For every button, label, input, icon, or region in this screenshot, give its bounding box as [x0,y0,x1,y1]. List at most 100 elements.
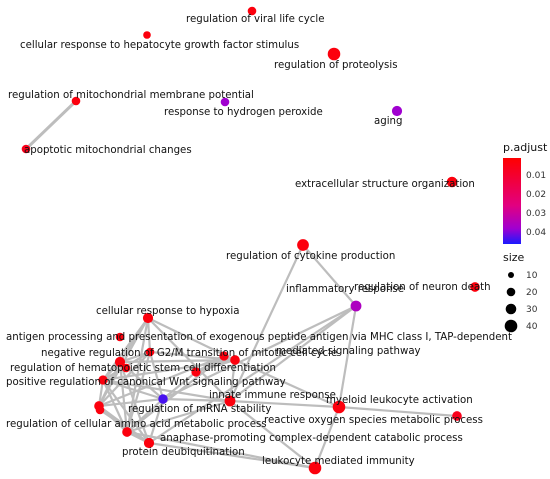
network-node [224,395,236,407]
network-edge [337,305,358,408]
network-node [21,144,31,154]
network-node [115,332,125,342]
size-legend-dot [504,319,518,333]
network-edge [229,244,304,402]
network-node [95,405,105,415]
size-legend-dot [506,287,516,297]
node-label: regulation of proteolysis [274,60,398,71]
node-label: positive regulation of canonical Wnt sig… [6,377,286,388]
node-label: extracellular structure organization [295,179,475,190]
network-node [446,176,458,188]
network-edge [148,441,316,470]
network-edge [195,358,236,374]
network-node [308,461,322,475]
network-node [350,300,362,312]
network-edge [234,358,340,409]
size-legend: size 10 20 30 40 [503,251,538,333]
network-edge [102,379,150,444]
network-edge [162,371,197,400]
network-edge [119,350,151,364]
node-label: aging [374,116,402,127]
node-label: mediated signaling pathway [276,346,421,357]
network-edge [302,244,357,307]
network-node [158,394,168,404]
network-edge [98,397,164,408]
size-legend-tick: 20 [526,288,538,298]
network-node [220,97,230,107]
node-label: regulation of mRNA stability [128,404,271,415]
node-label: innate immune response [209,390,336,401]
network-edge [102,378,231,403]
node-label: myeloid leukocyte activation [326,395,473,406]
network-node [297,239,309,251]
size-legend-tick: 10 [526,271,538,281]
network-edge [162,305,357,400]
size-legend-dot [508,272,514,278]
node-label: apoptotic mitochondrial changes [24,145,192,156]
network-node [219,351,229,361]
network-edge [229,400,316,469]
color-legend-tick: 0.02 [526,190,546,200]
network-edge [313,406,341,469]
color-legend-tick: 0.03 [526,209,546,219]
node-label: negative regulation of G2/M transition o… [41,348,337,359]
node-layer [21,6,480,475]
network-node [470,282,480,292]
network-node [230,355,240,365]
network-edge [24,99,78,151]
size-legend-title: size [503,251,525,264]
network-node [452,411,462,421]
color-legend: p.adjust 0.01 0.02 0.03 0.04 [503,141,548,244]
node-label: leukocyte mediated immunity [262,456,415,467]
network-node [191,367,201,377]
network-edge [102,378,164,401]
network-node [327,47,341,61]
network-node [332,400,346,414]
network-edge [102,317,149,381]
color-legend-bar [503,158,521,244]
network-edge [99,409,150,444]
network-edge [98,354,225,408]
color-legend-title: p.adjust [503,141,548,154]
node-label: antigen processing and presentation of e… [6,332,512,343]
node-label: regulation of cytokine production [226,251,395,262]
node-label: inflammatory response [286,284,404,295]
network-node [98,375,108,385]
network-edge [126,399,231,434]
network-node [122,427,132,437]
node-label: regulation of neuron death [354,282,491,293]
edge-layer [24,99,458,470]
network-node [71,96,81,106]
network-node [142,312,154,324]
node-label: regulation of cellular amino acid metabo… [6,419,267,430]
network-edge [162,397,231,403]
node-label: cellular response to hepatocyte growth f… [20,40,299,51]
network-node [145,347,155,357]
node-label: regulation of mitochondrial membrane pot… [8,90,254,101]
network-edge [228,359,237,402]
color-legend-tick: 0.01 [526,171,546,181]
network-edge [98,361,121,407]
network-node [121,363,131,373]
network-edge [126,355,225,433]
size-legend-tick: 30 [526,305,538,315]
network-node [143,437,155,449]
size-legend-dot [505,303,517,315]
network-edge [126,430,316,470]
node-label: reactive oxygen species metabolic proces… [264,415,483,426]
node-label: regulation of viral life cycle [186,14,324,25]
network-edge [147,317,231,402]
node-label: cellular response to hypoxia [96,306,239,317]
node-label: regulation of hematopoietic stem cell di… [10,363,276,374]
network-edge [229,399,340,409]
network-edge [148,351,165,400]
node-label: anaphase-promoting complex-dependent cat… [160,433,463,444]
network-node [391,105,403,117]
network-node [247,6,257,16]
network-edge [338,405,458,418]
network-edge [146,317,152,353]
label-layer: regulation of viral life cycle cellular r… [6,14,512,467]
network-edge [148,305,357,444]
size-legend-tick: 40 [526,322,538,332]
